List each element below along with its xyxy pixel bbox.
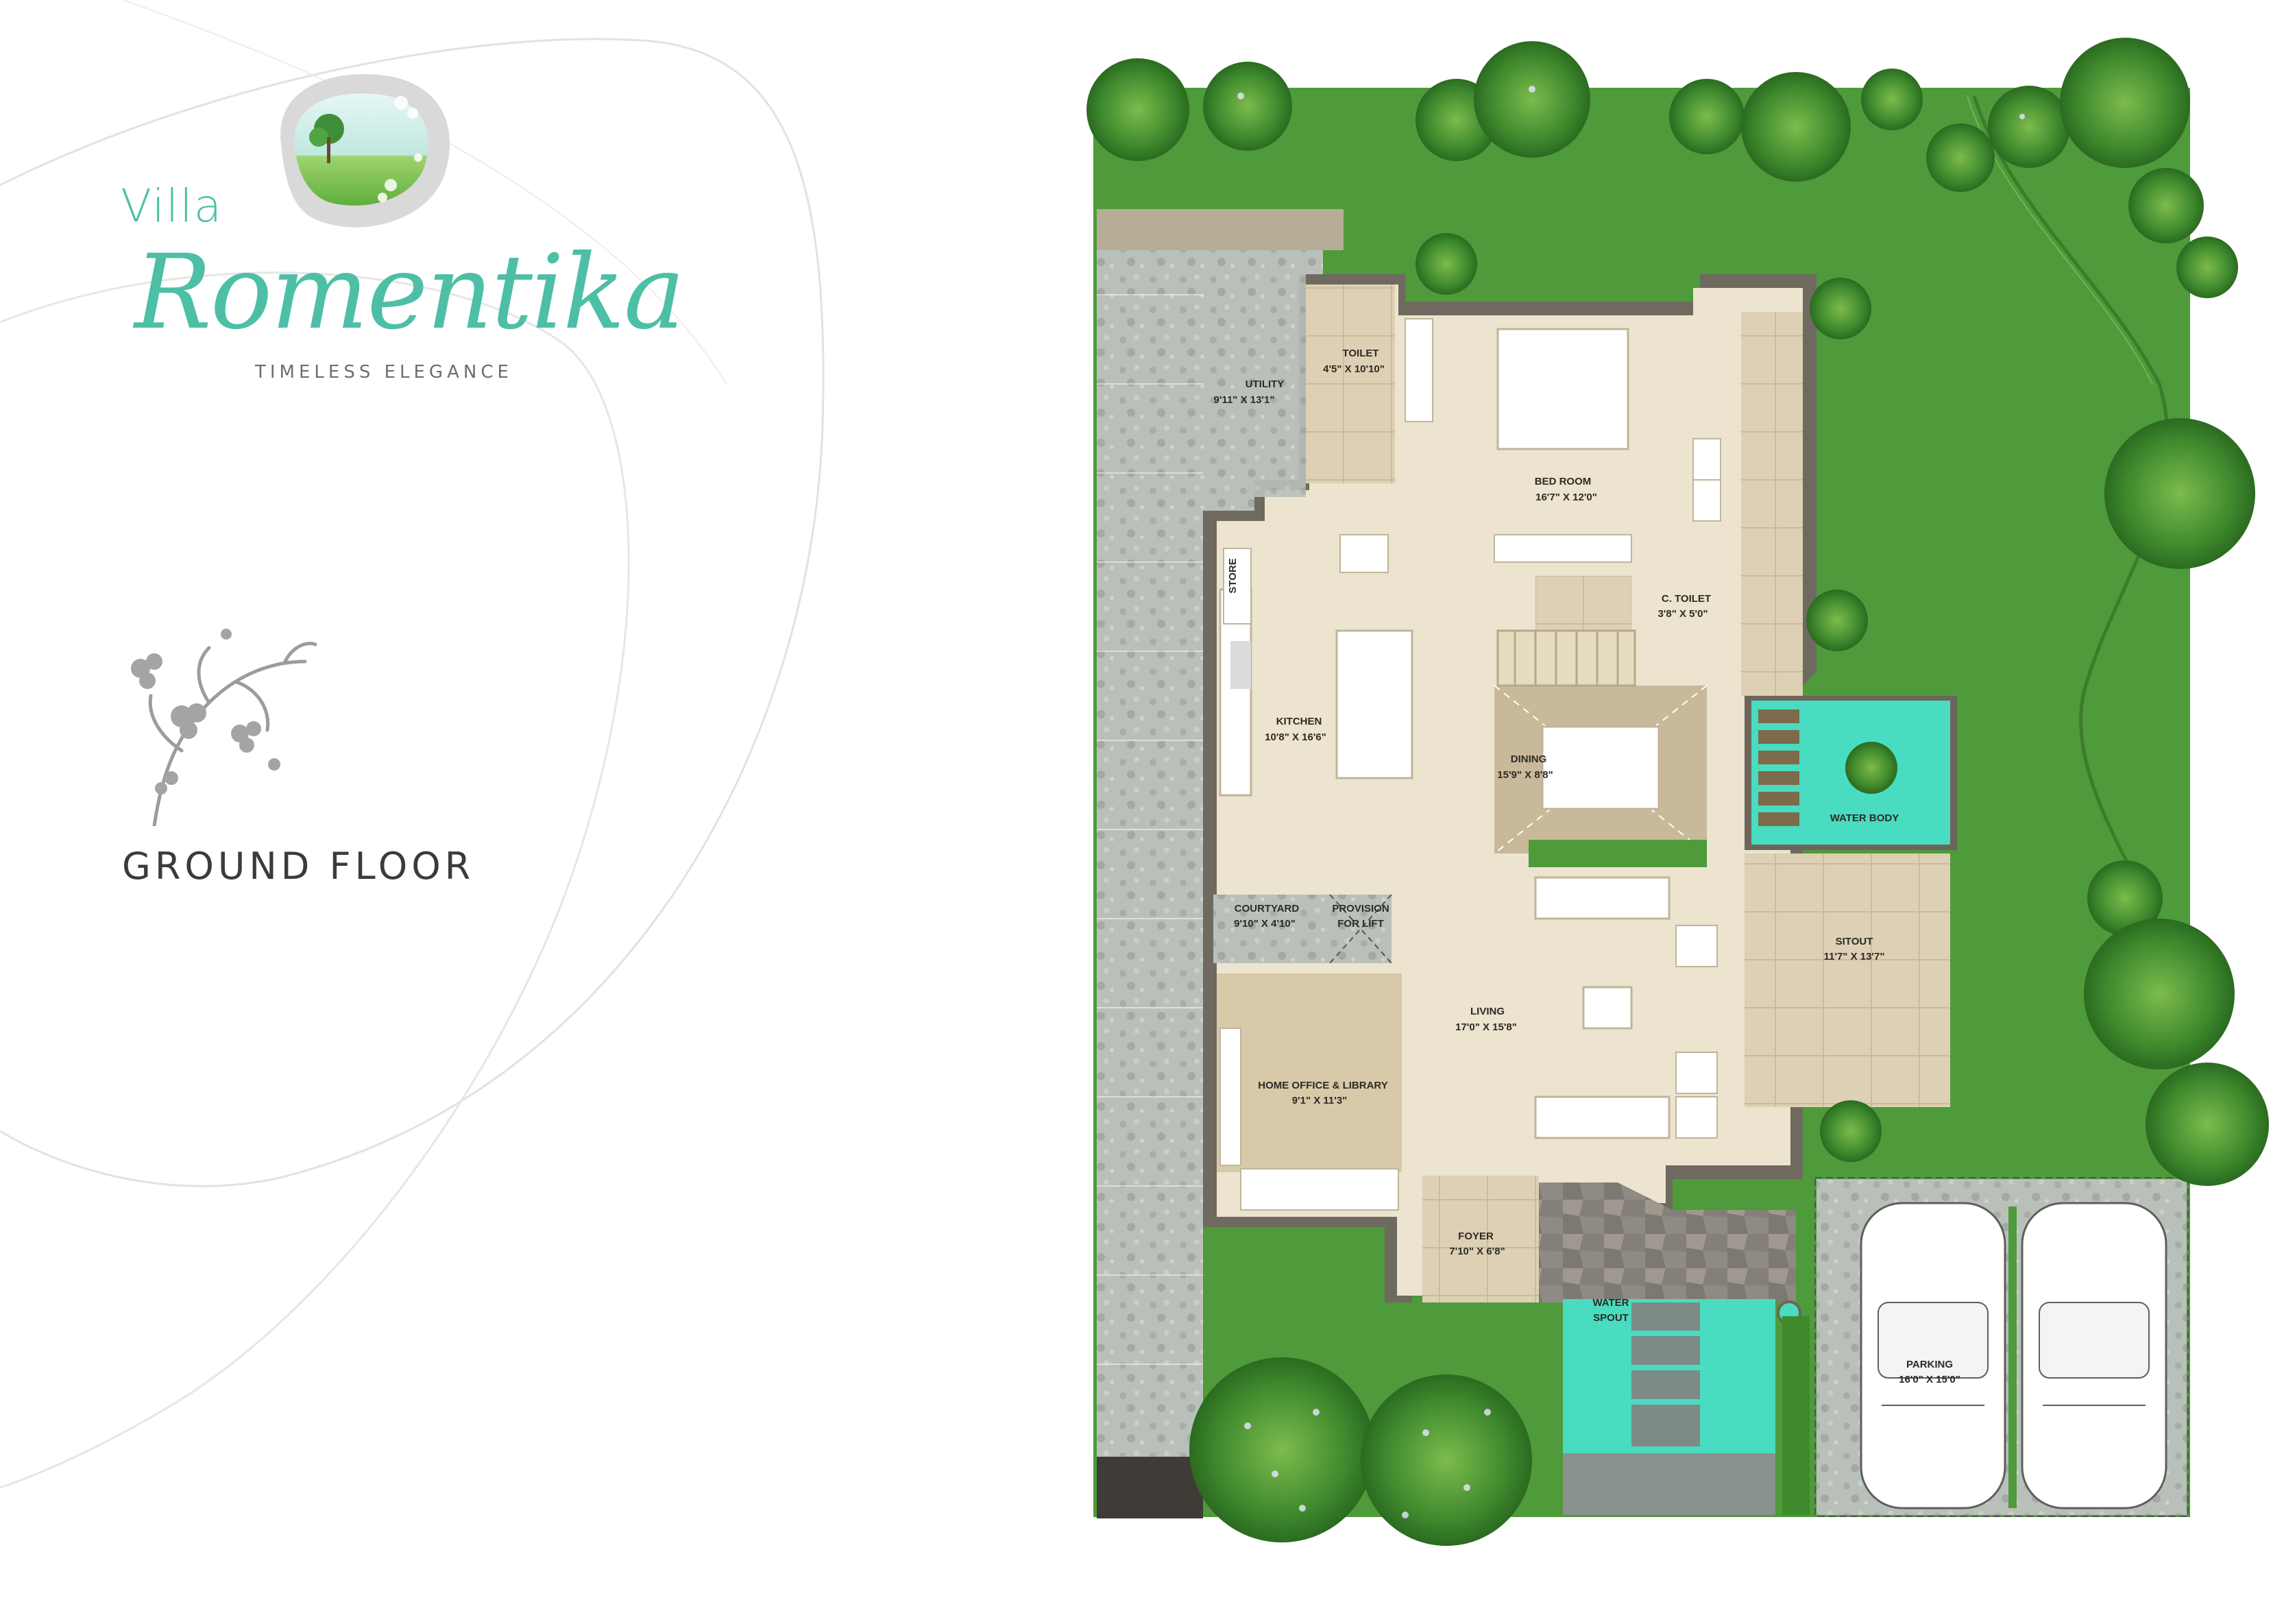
foyer (1422, 1176, 1539, 1302)
office-size: 9'1" X 11'3" (1292, 1095, 1348, 1106)
dining-size: 15'9" X 8'8" (1497, 769, 1553, 781)
lift-label-line2: FOR LIFT (1337, 918, 1384, 930)
c-toilet-size: 3'8" X 5'0" (1657, 608, 1708, 620)
living-label: LIVING (1470, 1006, 1505, 1017)
lift-label-line1: PROVISION (1332, 903, 1389, 914)
sitout-size: 11'7" X 13'7" (1824, 951, 1885, 962)
office-label: HOME OFFICE & LIBRARY (1258, 1080, 1387, 1091)
paved-walkway (1097, 209, 1203, 1457)
bedroom-size: 16'7" X 12'0" (1535, 492, 1597, 503)
store-label: STORE (1227, 558, 1239, 593)
brand-prefix: Villa (121, 180, 223, 232)
toilet-label: TOILET (1342, 348, 1378, 359)
bedroom-label: BED ROOM (1535, 476, 1592, 487)
car-icon (2021, 1202, 2167, 1510)
logo-emblem (280, 74, 450, 228)
parking-label: PARKING (1906, 1359, 1953, 1370)
floor-title: GROUND FLOOR (122, 845, 475, 888)
water-spout-label-line2: SPOUT (1593, 1312, 1629, 1324)
c-toilet-label: C. TOILET (1662, 593, 1711, 605)
courtyard (1213, 895, 1392, 963)
living-size: 17'0" X 15'8" (1455, 1021, 1517, 1033)
dining-label: DINING (1511, 753, 1547, 765)
foyer-label: FOYER (1458, 1231, 1494, 1242)
sitout (1745, 853, 1950, 1107)
tree-icons (1086, 38, 2269, 1546)
floral-ornament-icon (131, 629, 317, 826)
courtyard-label: COURTYARD (1235, 903, 1300, 914)
water-spout-label-line1: WATER (1592, 1297, 1629, 1309)
foyer-size: 7'10" X 6'8" (1449, 1246, 1505, 1257)
home-office (1217, 973, 1402, 1172)
water-body-label: WATER BODY (1830, 812, 1899, 824)
car-icon (1860, 1202, 2006, 1510)
brand-name: Romentika (134, 233, 685, 352)
kitchen-size: 10'8" X 16'6" (1265, 731, 1326, 743)
courtyard-size: 9'10" X 4'10" (1234, 918, 1296, 930)
staircase (1496, 629, 1636, 687)
sitout-label: SITOUT (1836, 936, 1873, 947)
utility-label: UTILITY (1246, 378, 1285, 390)
parking-size: 16'0" X 15'0" (1899, 1374, 1960, 1385)
utility-room (1203, 271, 1306, 497)
utility-size: 9'11" X 13'1" (1214, 394, 1275, 406)
brand-tagline: TIMELESS ELEGANCE (255, 362, 513, 383)
toilet-room (1306, 284, 1395, 483)
kitchen-label: KITCHEN (1276, 716, 1322, 727)
toilet-size: 4'5" X 10'10" (1323, 363, 1385, 375)
